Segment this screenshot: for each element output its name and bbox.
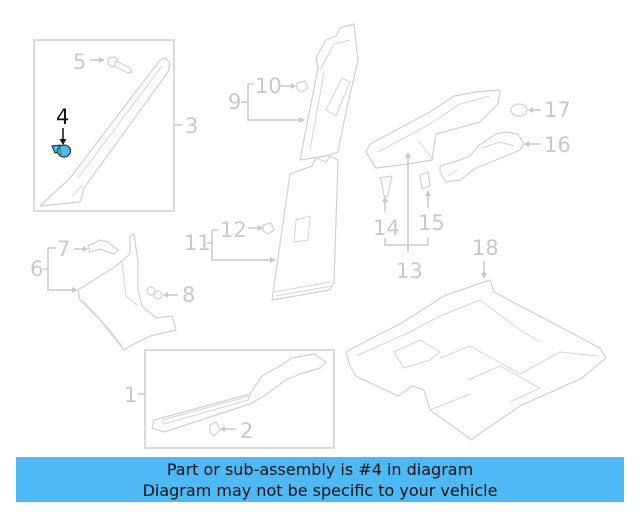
a-pillar-group: 3 5 4 [33,39,198,212]
callout-2[interactable]: 2 [240,419,253,443]
callout-18[interactable]: 18 [472,236,499,260]
rear-scuff-group: 13 14 15 [365,89,501,283]
callout-7[interactable]: 7 [57,237,70,261]
callout-9[interactable]: 9 [228,90,241,114]
callout-5[interactable]: 5 [73,50,86,74]
banner-line-2: Diagram may not be specific to your vehi… [142,481,498,500]
callout-8[interactable]: 8 [182,283,195,307]
callout-10[interactable]: 10 [255,74,282,98]
callout-15[interactable]: 15 [418,211,445,235]
callout-6[interactable]: 6 [30,257,43,281]
clip-part-4-highlighted[interactable] [51,144,71,158]
clip-part-5[interactable] [107,56,133,74]
b-pillar-lower-trim[interactable] [271,155,339,301]
kick-panel-group: 6 7 8 [30,233,195,351]
callout-11[interactable]: 11 [184,231,211,255]
sill-plate-group-box [144,349,335,449]
banner-line-1: Part or sub-assembly is #4 in diagram [166,460,474,479]
clip-part-12[interactable] [262,222,275,235]
sill-plate-group: 1 2 [124,349,335,449]
callout-13[interactable]: 13 [396,259,423,283]
clip-part-10[interactable] [296,80,309,93]
clip-part-7[interactable] [87,239,119,255]
clip-part-15[interactable] [419,171,431,190]
part-info-banner: Part or sub-assembly is #4 in diagram Di… [16,457,624,502]
clip-part-14[interactable] [379,175,393,197]
callout-1[interactable]: 1 [124,383,137,407]
clip-part-8[interactable] [146,286,163,300]
b-pillar-lower-group: 11 12 [184,155,339,301]
b-pillar-upper-group: 9 10 [228,23,359,161]
callout-17[interactable]: 17 [544,98,571,122]
cap-part-17[interactable] [510,103,528,117]
bracket-part-16[interactable] [439,131,525,183]
clip-part-2[interactable] [209,421,221,437]
callout-3[interactable]: 3 [185,114,198,138]
callout-12[interactable]: 12 [220,218,247,242]
kick-panel-trim[interactable] [77,233,177,351]
b-pillar-upper-trim[interactable] [299,23,359,161]
floor-carpet[interactable] [345,279,607,441]
a-pillar-trim[interactable] [39,57,171,207]
sill-plate-trim[interactable] [151,353,327,433]
callout-16[interactable]: 16 [544,133,571,157]
a-pillar-group-box [33,39,175,212]
floor-carpet-group: 18 [345,236,607,441]
callout-4[interactable]: 4 [56,105,69,129]
callout-14[interactable]: 14 [373,216,400,240]
bracket-group: 16 17 [439,98,571,183]
